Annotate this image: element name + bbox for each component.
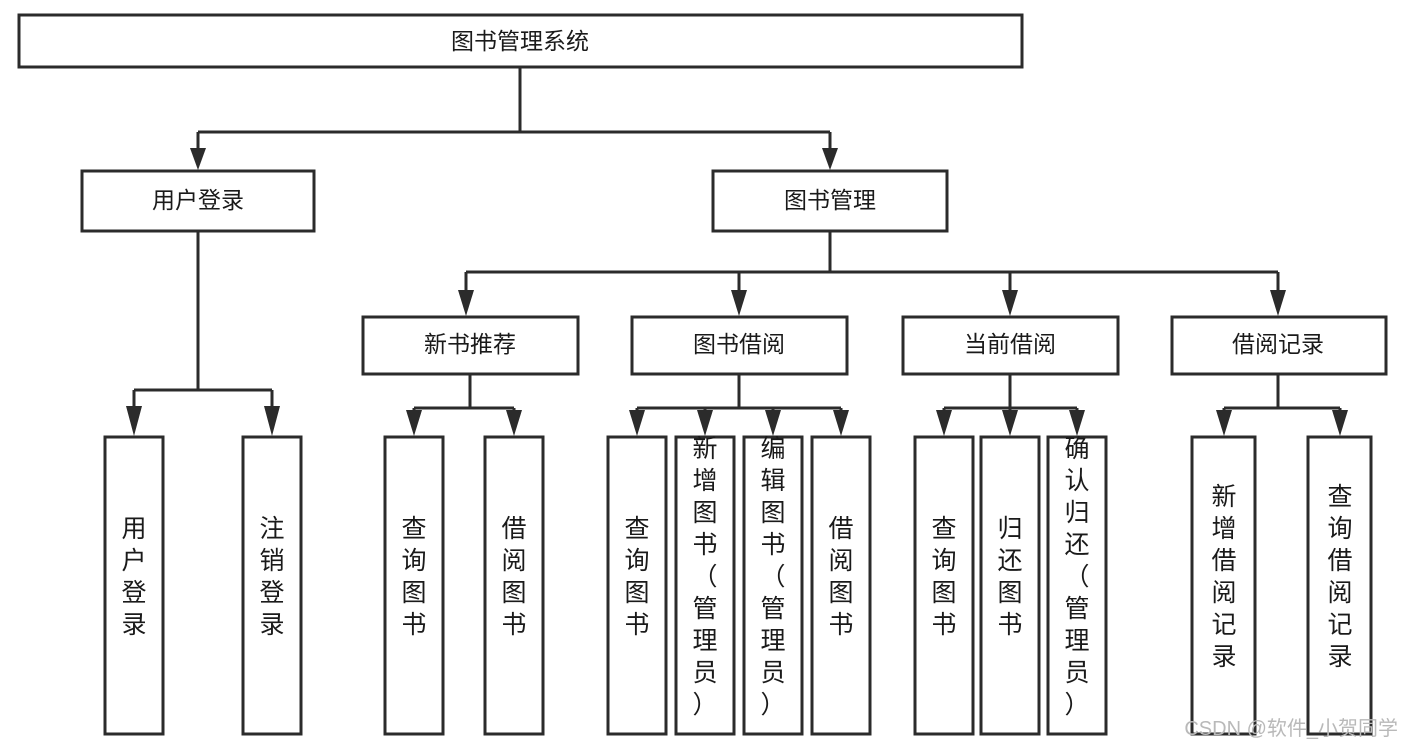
node-bookmgmt-label: 图书管理 bbox=[784, 187, 876, 213]
arrow-head-leaf9 bbox=[936, 410, 952, 436]
arrow-head-leaf6 bbox=[697, 410, 713, 436]
connector-group-root-to-level2 bbox=[190, 67, 838, 170]
arrow-head-leaf11 bbox=[1069, 410, 1085, 436]
arrow-head-leaf5 bbox=[629, 410, 645, 436]
node-bookmgmt-box[interactable] bbox=[711, 169, 949, 233]
arrow-head-newbook bbox=[458, 290, 474, 316]
arrow-head-leaf13 bbox=[1332, 410, 1348, 436]
node-leaf1-box[interactable] bbox=[103, 435, 165, 736]
arrow-head-leaf7 bbox=[765, 410, 781, 436]
node-leaf2-box[interactable] bbox=[241, 435, 303, 736]
node-leaf11-box[interactable] bbox=[1046, 435, 1108, 736]
connector-group-borrow-to-leaves bbox=[629, 374, 849, 436]
node-leaf5-label: 查询图书 bbox=[624, 515, 649, 639]
arrow-head-records bbox=[1270, 290, 1286, 316]
node-leaf10-box[interactable] bbox=[979, 435, 1041, 736]
node-leaf13-box[interactable] bbox=[1306, 435, 1373, 736]
node-leaf12-box[interactable] bbox=[1190, 435, 1257, 736]
node-leaf13-label: 查询借阅记录 bbox=[1327, 483, 1352, 671]
node-leaf2-label: 注销登录 bbox=[259, 515, 284, 639]
node-leaf1[interactable]: 用户登录 bbox=[103, 435, 165, 736]
node-borrow-label: 图书借阅 bbox=[693, 331, 785, 357]
arrow-head-leaf3 bbox=[406, 410, 422, 436]
node-borrow[interactable]: 图书借阅 bbox=[630, 315, 849, 376]
arrow-head-current bbox=[1002, 290, 1018, 316]
node-leaf11[interactable]: 确认归还（管理员） bbox=[1046, 435, 1108, 736]
node-newbook[interactable]: 新书推荐 bbox=[361, 315, 580, 376]
node-leaf5-box[interactable] bbox=[606, 435, 668, 736]
node-records-box[interactable] bbox=[1170, 315, 1388, 376]
arrow-head-leaf2 bbox=[264, 406, 280, 436]
connector-group-bookmgmt-to-level3 bbox=[458, 232, 1286, 316]
arrow-head-borrow bbox=[731, 290, 747, 316]
connector-group-login-to-leaves bbox=[126, 232, 280, 436]
node-leaf12[interactable]: 新增借阅记录 bbox=[1190, 435, 1257, 736]
connector-group-current-to-leaves bbox=[936, 374, 1085, 436]
node-records[interactable]: 借阅记录 bbox=[1170, 315, 1388, 376]
arrow-head-bookmgmt bbox=[822, 148, 838, 170]
node-leaf10-label: 归还图书 bbox=[997, 515, 1022, 639]
node-leaf8-box[interactable] bbox=[810, 435, 872, 736]
node-leaf4[interactable]: 借阅图书 bbox=[483, 435, 545, 736]
node-leaf4-box[interactable] bbox=[483, 435, 545, 736]
node-login-box[interactable] bbox=[80, 169, 316, 233]
node-leaf6[interactable]: 新增图书（管理员） bbox=[674, 435, 736, 736]
node-newbook-label: 新书推荐 bbox=[424, 331, 516, 357]
node-leaf10[interactable]: 归还图书 bbox=[979, 435, 1041, 736]
arrow-head-leaf4 bbox=[506, 410, 522, 436]
node-leaf9[interactable]: 查询图书 bbox=[913, 435, 975, 736]
node-login-label: 用户登录 bbox=[152, 187, 244, 213]
node-leaf7-label: 编辑图书（管理员） bbox=[760, 435, 785, 719]
arrow-head-login bbox=[190, 148, 206, 170]
node-current-label: 当前借阅 bbox=[964, 331, 1056, 357]
node-leaf13[interactable]: 查询借阅记录 bbox=[1306, 435, 1373, 736]
connector-group-newbook-to-leaves bbox=[406, 374, 522, 436]
csdn-watermark: CSDN @软件_小贺同学 bbox=[1184, 717, 1398, 740]
node-leaf6-label: 新增图书（管理员） bbox=[692, 435, 717, 719]
node-borrow-box[interactable] bbox=[630, 315, 849, 376]
arrow-head-leaf8 bbox=[833, 410, 849, 436]
node-root-box[interactable] bbox=[17, 13, 1024, 69]
node-bookmgmt[interactable]: 图书管理 bbox=[711, 169, 949, 233]
node-leaf8[interactable]: 借阅图书 bbox=[810, 435, 872, 736]
node-leaf9-label: 查询图书 bbox=[931, 515, 956, 639]
node-leaf6-box[interactable] bbox=[674, 435, 736, 736]
node-root-label: 图书管理系统 bbox=[451, 28, 589, 54]
node-leaf2[interactable]: 注销登录 bbox=[241, 435, 303, 736]
node-records-label: 借阅记录 bbox=[1232, 331, 1324, 357]
node-leaf7[interactable]: 编辑图书（管理员） bbox=[742, 435, 804, 736]
node-leaf12-label: 新增借阅记录 bbox=[1211, 483, 1236, 671]
node-leaf11-label: 确认归还（管理员） bbox=[1064, 435, 1089, 719]
arrow-head-leaf10 bbox=[1002, 410, 1018, 436]
node-leaf8-label: 借阅图书 bbox=[828, 515, 853, 639]
node-leaf4-label: 借阅图书 bbox=[501, 515, 526, 639]
node-leaf1-label: 用户登录 bbox=[121, 515, 146, 639]
node-leaf9-box[interactable] bbox=[913, 435, 975, 736]
node-leaf7-box[interactable] bbox=[742, 435, 804, 736]
node-leaf5[interactable]: 查询图书 bbox=[606, 435, 668, 736]
node-leaf3-label: 查询图书 bbox=[401, 515, 426, 639]
arrow-head-leaf1 bbox=[126, 406, 142, 436]
connector-group-records-to-leaves bbox=[1216, 374, 1348, 436]
node-login[interactable]: 用户登录 bbox=[80, 169, 316, 233]
node-leaf3-box[interactable] bbox=[383, 435, 445, 736]
node-leaf3[interactable]: 查询图书 bbox=[383, 435, 445, 736]
node-current[interactable]: 当前借阅 bbox=[901, 315, 1120, 376]
node-newbook-box[interactable] bbox=[361, 315, 580, 376]
node-current-box[interactable] bbox=[901, 315, 1120, 376]
node-root[interactable]: 图书管理系统 bbox=[17, 13, 1024, 69]
arrow-head-leaf12 bbox=[1216, 410, 1232, 436]
